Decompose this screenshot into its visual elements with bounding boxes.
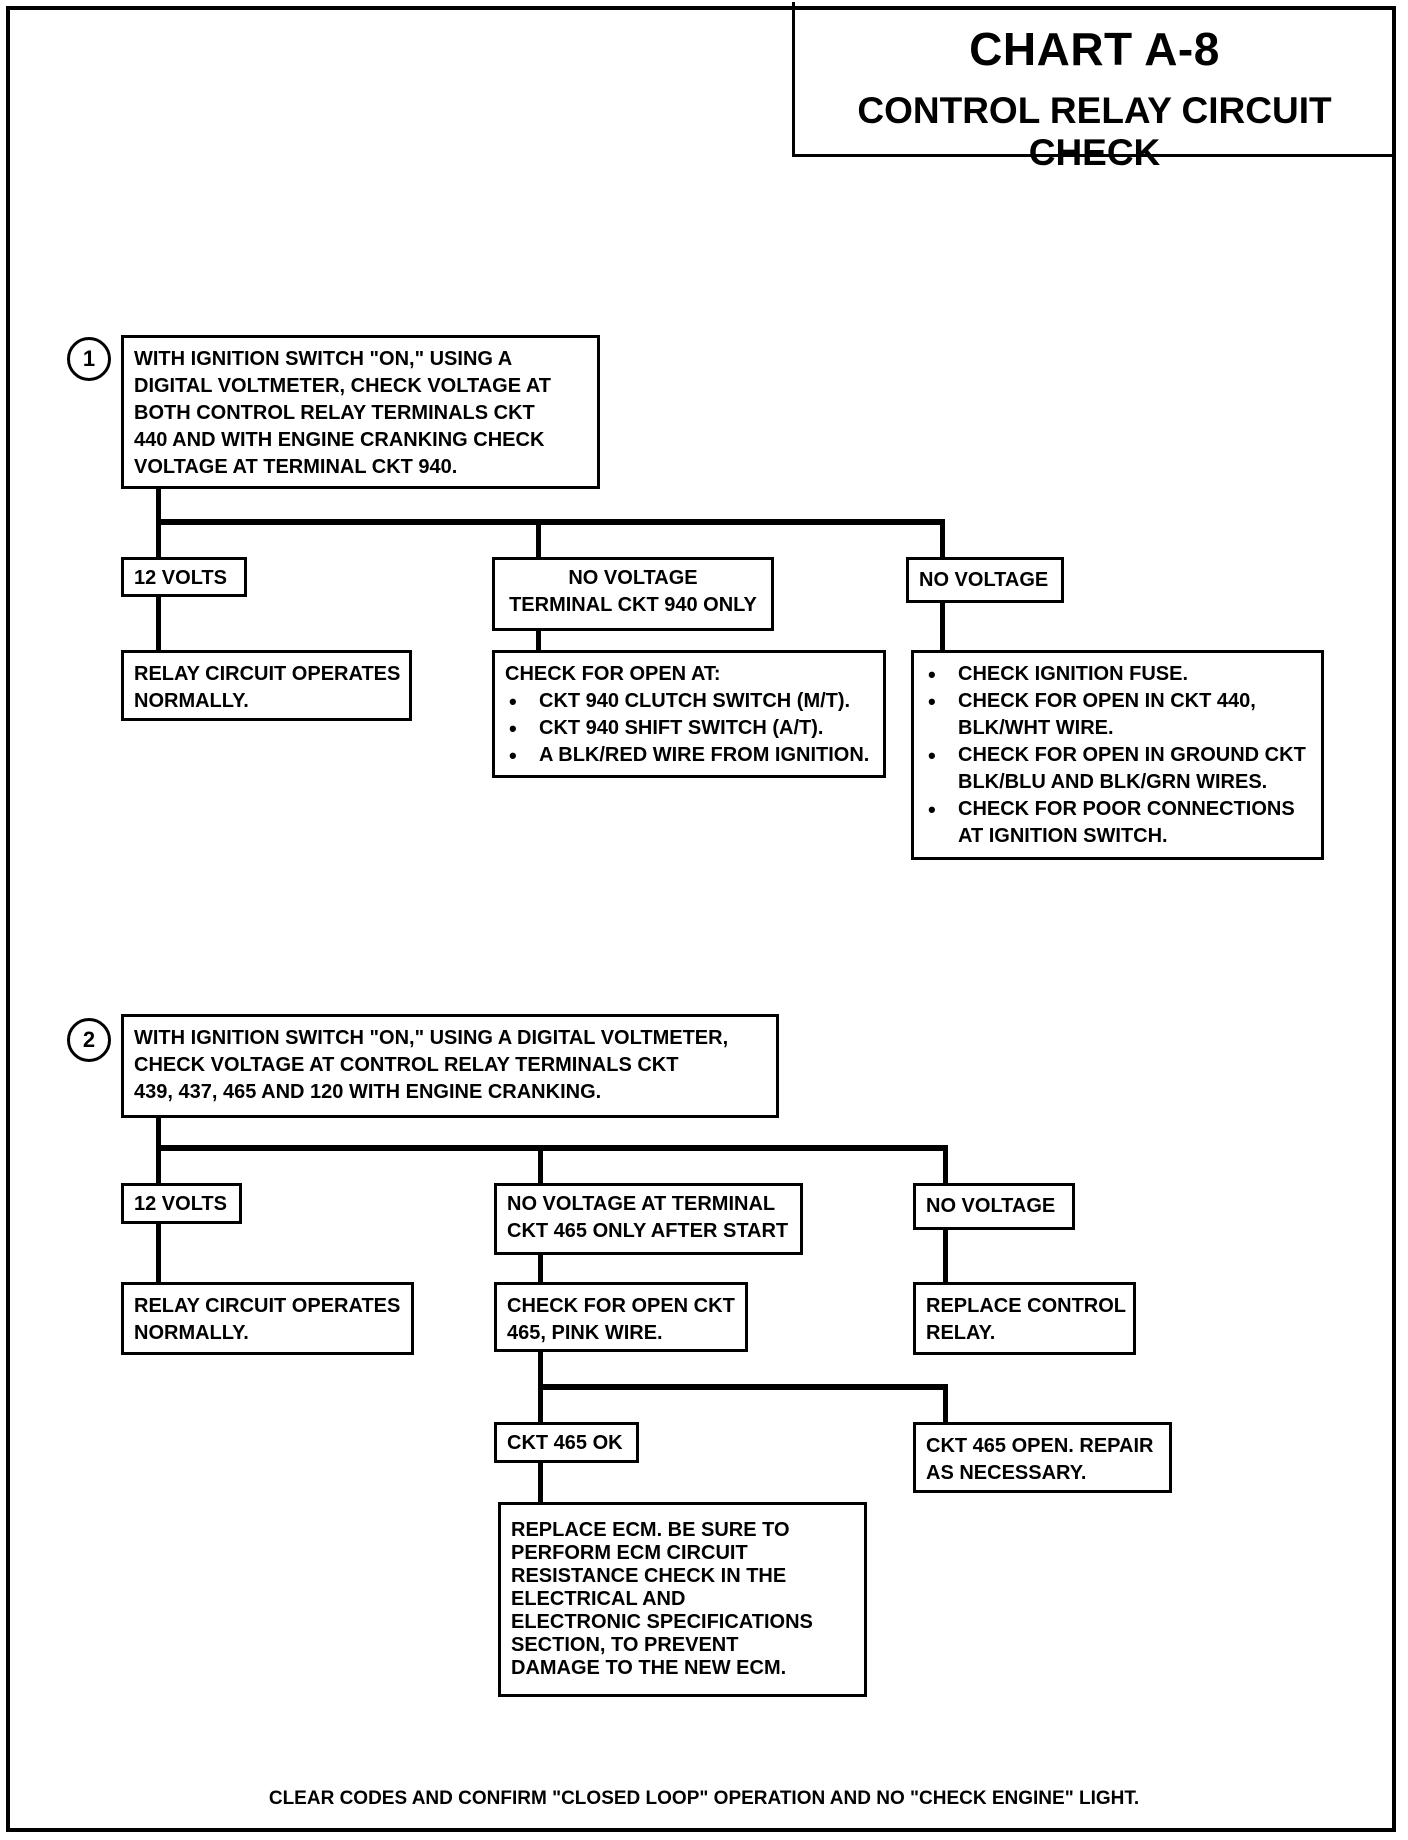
- step-1-number: 1: [67, 337, 111, 381]
- result-line: CHECK FOR OPEN CKT: [507, 1295, 735, 1317]
- check-item-text: CHECK FOR OPEN IN GROUND CKT: [958, 744, 1306, 766]
- page-frame: [6, 6, 1396, 1832]
- check-item-text: BLK/WHT WIRE.: [958, 717, 1114, 739]
- connector-line: [538, 1384, 948, 1390]
- connector-line: [156, 595, 161, 652]
- check-item-text: CHECK FOR OPEN IN CKT 440,: [958, 690, 1256, 712]
- result-line: RESISTANCE CHECK IN THE: [511, 1565, 787, 1587]
- check-item: CHECK IGNITION FUSE.: [924, 661, 1311, 688]
- step-1-result-normal: RELAY CIRCUIT OPERATES NORMALLY.: [121, 650, 412, 721]
- connector-line: [536, 629, 541, 652]
- step-1-instruction-line: VOLTAGE AT TERMINAL CKT 940.: [134, 456, 458, 478]
- step-1-branch-12-volts: 12 VOLTS: [121, 557, 247, 597]
- result-heading: CHECK FOR OPEN AT:: [505, 663, 721, 685]
- connector-line: [943, 1228, 948, 1284]
- step-2-ckt465-ok: CKT 465 OK: [494, 1422, 639, 1463]
- check-item: CHECK FOR OPEN IN CKT 440, BLK/WHT WIRE.: [924, 688, 1311, 742]
- connector-line: [156, 1222, 161, 1284]
- result-line: REPLACE CONTROL: [926, 1295, 1126, 1317]
- result-line: REPLACE ECM. BE SURE TO: [511, 1519, 790, 1541]
- connector-line: [943, 1145, 948, 1185]
- check-item: CHECK FOR POOR CONNECTIONS AT IGNITION SW…: [924, 796, 1311, 850]
- check-list: CHECK IGNITION FUSE. CHECK FOR OPEN IN C…: [924, 661, 1311, 850]
- connector-line: [940, 519, 945, 559]
- step-1-instruction-line: 440 AND WITH ENGINE CRANKING CHECK: [134, 429, 545, 451]
- check-item: CKT 940 CLUTCH SWITCH (M/T).: [505, 688, 873, 715]
- result-line: CKT 465 OPEN. REPAIR: [926, 1435, 1154, 1457]
- step-1-branch-no-voltage-ckt940: NO VOLTAGE TERMINAL CKT 940 ONLY: [492, 557, 774, 631]
- check-list: CKT 940 CLUTCH SWITCH (M/T). CKT 940 SHI…: [505, 688, 873, 769]
- step-1-instruction-line: BOTH CONTROL RELAY TERMINALS CKT: [134, 402, 535, 424]
- chart-subtitle: CONTROL RELAY CIRCUIT CHECK: [857, 90, 1332, 173]
- step-2-branch-no-voltage-ckt465: NO VOLTAGE AT TERMINAL CKT 465 ONLY AFTE…: [494, 1183, 803, 1255]
- step-2-result-normal: RELAY CIRCUIT OPERATES NORMALLY.: [121, 1282, 414, 1355]
- check-item: A BLK/RED WIRE FROM IGNITION.: [505, 742, 873, 769]
- branch-label-line: CKT 465 ONLY AFTER START: [507, 1220, 789, 1242]
- check-item: CKT 940 SHIFT SWITCH (A/T).: [505, 715, 873, 742]
- result-line: PERFORM ECM CIRCUIT: [511, 1542, 748, 1564]
- result-line: RELAY CIRCUIT OPERATES: [134, 1295, 401, 1317]
- result-line: NORMALLY.: [134, 690, 249, 712]
- result-line: RELAY.: [926, 1322, 996, 1344]
- connector-line: [940, 602, 945, 652]
- step-1-instruction-box: WITH IGNITION SWITCH "ON," USING A DIGIT…: [121, 335, 600, 489]
- connector-line: [156, 1118, 161, 1184]
- step-2-replace-ecm: REPLACE ECM. BE SURE TO PERFORM ECM CIRC…: [498, 1502, 867, 1697]
- result-line: ELECTRICAL AND: [511, 1588, 686, 1610]
- step-2-instruction-box: WITH IGNITION SWITCH "ON," USING A DIGIT…: [121, 1014, 779, 1118]
- connector-line: [536, 519, 541, 559]
- result-line: DAMAGE TO THE NEW ECM.: [511, 1657, 787, 1679]
- connector-line: [156, 519, 945, 525]
- step-2-result-check-open: CHECK FOR OPEN CKT 465, PINK WIRE.: [494, 1282, 748, 1352]
- result-line: AS NECESSARY.: [926, 1462, 1087, 1484]
- connector-line: [538, 1460, 543, 1504]
- branch-label-line: TERMINAL CKT 940 ONLY: [509, 594, 757, 616]
- step-2-result-replace-relay: REPLACE CONTROL RELAY.: [913, 1282, 1136, 1355]
- step-2-instruction-line: WITH IGNITION SWITCH "ON," USING A DIGIT…: [134, 1027, 729, 1049]
- branch-label-line: NO VOLTAGE: [568, 567, 698, 589]
- connector-line: [943, 1384, 948, 1424]
- step-1-instruction-line: DIGITAL VOLTMETER, CHECK VOLTAGE AT: [134, 375, 552, 397]
- result-line: SECTION, TO PREVENT: [511, 1634, 739, 1656]
- connector-line: [538, 1253, 543, 1284]
- check-item-text: AT IGNITION SWITCH.: [958, 825, 1168, 847]
- step-1-result-check-fuse: CHECK IGNITION FUSE. CHECK FOR OPEN IN C…: [911, 650, 1324, 860]
- result-line: ELECTRONIC SPECIFICATIONS: [511, 1611, 813, 1633]
- step-1-instruction-line: WITH IGNITION SWITCH "ON," USING A: [134, 348, 513, 370]
- result-line: NORMALLY.: [134, 1322, 249, 1344]
- check-item-text: CHECK IGNITION FUSE.: [958, 663, 1189, 685]
- step-2-ckt465-open-repair: CKT 465 OPEN. REPAIR AS NECESSARY.: [913, 1422, 1172, 1493]
- connector-line: [156, 1145, 948, 1151]
- footer-note: CLEAR CODES AND CONFIRM "CLOSED LOOP" OP…: [268, 1788, 1140, 1809]
- step-2-branch-no-voltage: NO VOLTAGE: [913, 1183, 1075, 1230]
- check-item-text: BLK/BLU AND BLK/GRN WIRES.: [958, 771, 1268, 793]
- step-2-number: 2: [67, 1018, 111, 1062]
- check-item-text: CHECK FOR POOR CONNECTIONS: [958, 798, 1295, 820]
- title-block: CHART A-8 CONTROL RELAY CIRCUIT CHECK: [792, 2, 1394, 173]
- step-1-branch-no-voltage: NO VOLTAGE: [906, 557, 1064, 603]
- branch-label-line: NO VOLTAGE AT TERMINAL: [507, 1193, 776, 1215]
- check-item: CHECK FOR OPEN IN GROUND CKT BLK/BLU AND …: [924, 742, 1311, 796]
- step-2-instruction-line: CHECK VOLTAGE AT CONTROL RELAY TERMINALS…: [134, 1054, 679, 1076]
- step-2-instruction-line: 439, 437, 465 AND 120 WITH ENGINE CRANKI…: [134, 1081, 602, 1103]
- result-line: 465, PINK WIRE.: [507, 1322, 663, 1344]
- chart-title: CHART A-8: [969, 23, 1220, 75]
- step-2-branch-12-volts: 12 VOLTS: [121, 1183, 242, 1224]
- result-line: RELAY CIRCUIT OPERATES: [134, 663, 401, 685]
- step-1-result-check-open: CHECK FOR OPEN AT: CKT 940 CLUTCH SWITCH…: [492, 650, 886, 778]
- connector-line: [538, 1145, 543, 1185]
